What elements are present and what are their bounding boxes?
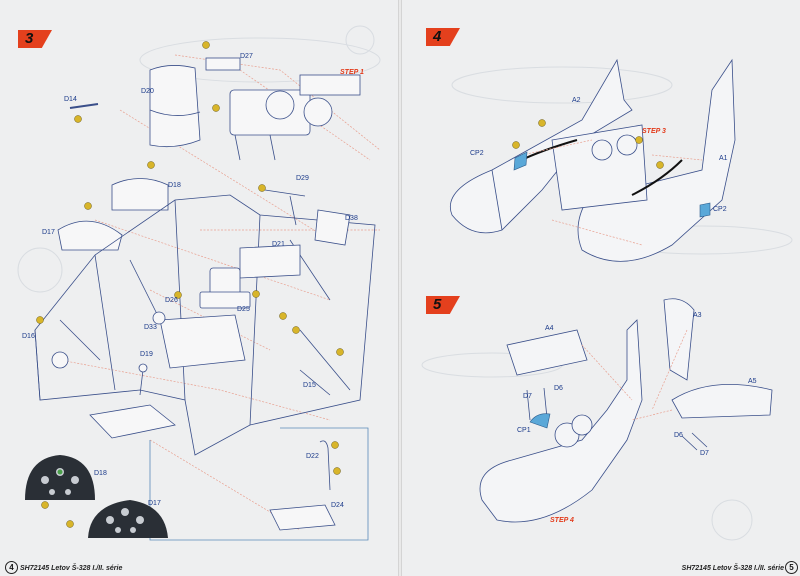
part-label-d33: D33 [144,324,157,331]
right-page: 4 STEP 3 A2 CP2 A1 CP2 5 STEP 4 A4 A3 D6… [402,0,800,576]
part-label-d14: D14 [64,96,77,103]
part-label-d25: D25 [237,306,250,313]
part-label-d15: D15 [303,382,316,389]
part-label-d26: D26 [165,297,178,304]
page-gutter [398,0,402,576]
part-label-d18: D18 [168,182,181,189]
part-label-d38: D38 [345,215,358,222]
part-label-d21: D21 [272,241,285,248]
part-label-d7-left: D7 [523,393,532,400]
inset-label-d17: D17 [148,500,161,507]
part-label-a4: A4 [545,325,554,332]
part-label-d6-right: D6 [674,432,683,439]
part-label-d7-right: D7 [700,450,709,457]
step1-reference: STEP 1 [340,69,364,76]
part-label-a5: A5 [748,378,757,385]
page-number-left: 4 [5,561,18,574]
footer-right: SH72145 Letov Š-328 I./II. série [681,565,784,572]
part-label-d27: D27 [240,53,253,60]
page-number-right: 5 [785,561,798,574]
step4-reference: STEP 4 [550,517,574,524]
step5-number: 5 [433,296,442,313]
part-label-a3: A3 [693,312,702,319]
inset-label-d18: D18 [94,470,107,477]
part-label-cp1: CP1 [517,427,531,434]
step5-badge [426,296,460,314]
part-label-d17: D17 [42,229,55,236]
part-label-d6-left: D6 [554,385,563,392]
step4-number: 4 [433,28,442,45]
step4-badge [426,28,460,46]
left-page: 3 STEP 1 D27 D20 D14 D18 D29 D17 D38 D21… [0,0,398,576]
footer-left: SH72145 Letov Š-328 I./II. série [20,565,123,572]
part-label-d20: D20 [141,88,154,95]
step4-step5-drawing [421,58,793,541]
part-label-d22: D22 [306,453,319,460]
part-label-a2: A2 [572,97,581,104]
part-label-cp2-right: CP2 [713,206,727,213]
step3-badge [18,30,52,48]
part-label-d16: D16 [22,333,35,340]
step3-reference: STEP 3 [642,128,666,135]
part-label-a1: A1 [719,155,728,162]
part-label-d19: D19 [140,351,153,358]
part-label-d24: D24 [331,502,344,509]
part-label-cp2-left: CP2 [470,150,484,157]
step3-drawing [17,25,381,541]
part-label-d29: D29 [296,175,309,182]
step3-number: 3 [25,30,34,47]
